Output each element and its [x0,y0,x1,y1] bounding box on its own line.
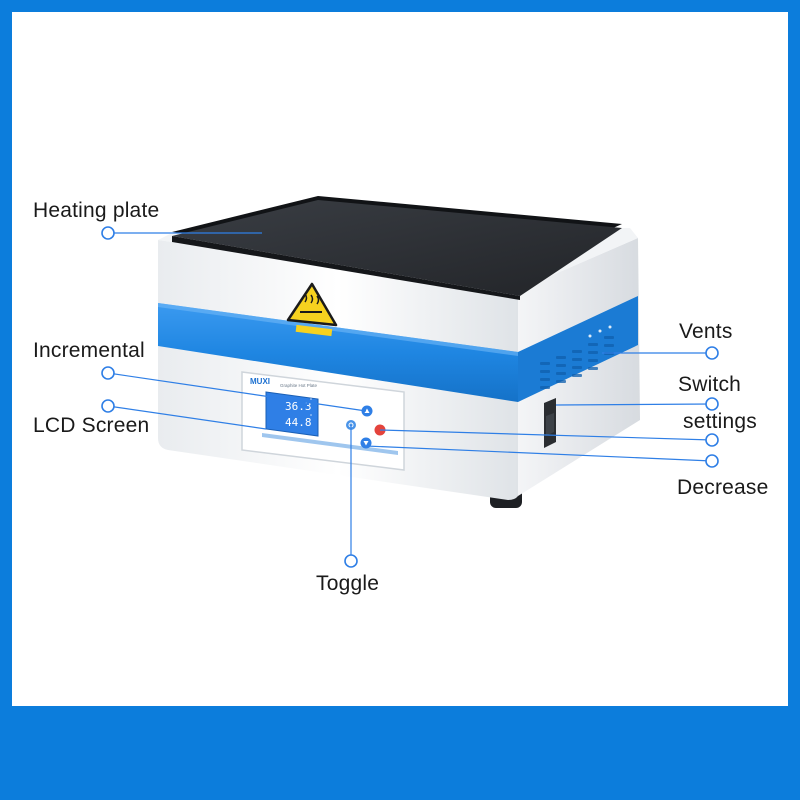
callout-line-switch [555,403,713,406]
label-heating-plate: Heating plate [33,199,160,222]
heating-plate [172,196,622,300]
marker-switch [705,397,719,411]
label-settings: settings [683,410,757,433]
callout-line-lcd [107,405,267,430]
callout-line-decrease [365,445,713,462]
marker-lcd [101,399,115,413]
marker-heating-plate [101,226,115,240]
label-vents: Vents [679,320,733,343]
lcd-screen: 36.3 44.8 ° ° [265,391,319,437]
label-lcd-screen: LCD Screen [33,414,150,437]
marker-incremental [101,366,115,380]
label-toggle: Toggle [316,572,380,595]
lcd-value-top: 36.3 [285,400,312,413]
power-switch[interactable] [544,398,556,448]
marker-vents [705,346,719,360]
callout-markers [101,226,719,568]
warning-sign [286,282,338,337]
marker-toggle [344,554,358,568]
bottom-blue-bar [0,706,800,800]
panel-brand: MUXI [250,377,270,386]
label-switch: Switch [678,373,742,396]
panel-title: Graphite Hot Plate [280,383,318,388]
callout-lines [107,232,713,561]
marker-decrease [705,454,719,468]
band-indicator-dots [588,325,612,338]
callout-line-incremental [107,372,367,412]
lcd-unit-top: ° [310,398,312,404]
callout-line-settings [379,429,713,441]
vents-grille [540,336,614,389]
down-arrow-icon [363,441,369,446]
up-arrow-icon [364,408,370,413]
label-decrease: Decrease [677,476,769,499]
label-incremental: Incremental [33,339,145,362]
lcd-unit-bottom: ° [310,414,312,420]
lcd-value-bottom: 44.8 [285,416,312,429]
marker-settings [705,433,719,447]
